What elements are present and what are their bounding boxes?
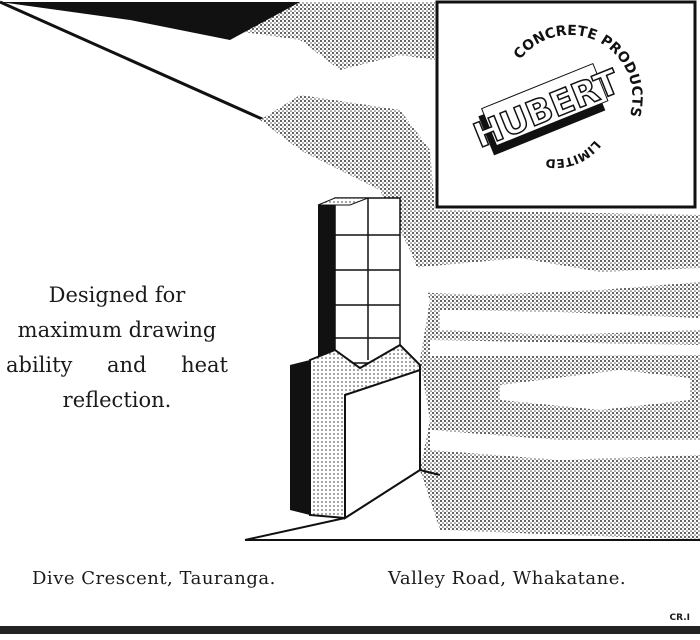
ground-line [244, 469, 700, 541]
sky-shadow [0, 2, 435, 70]
chimney [290, 197, 421, 520]
tagline-word: heat [181, 353, 228, 377]
address-whakatane: Valley Road, Whakatane. [388, 568, 627, 589]
tagline-line: reflection. [62, 388, 172, 412]
tagline: Designed for maximum drawing ability and… [6, 278, 228, 418]
tagline-word: ability [6, 353, 73, 377]
address-tauranga: Dive Crescent, Tauranga. [32, 568, 276, 589]
bottom-rule [0, 626, 700, 634]
tagline-word: and [107, 353, 147, 377]
ad-code: CR.I [669, 613, 690, 623]
tagline-line: Designed for [48, 283, 186, 307]
tagline-line: ability and heat [6, 348, 228, 383]
tagline-line: maximum drawing [17, 318, 217, 342]
